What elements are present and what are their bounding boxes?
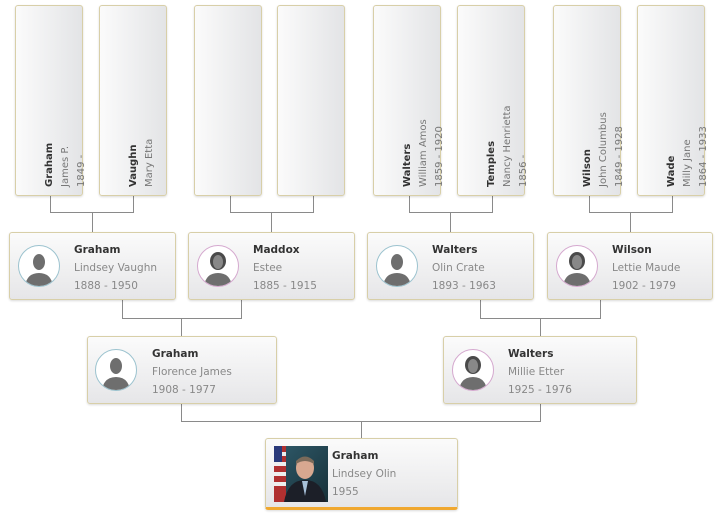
connector <box>271 212 272 232</box>
given-name: William Amos <box>418 119 429 187</box>
surname: Graham <box>44 142 55 187</box>
given-name: Estee <box>253 262 283 274</box>
dates: 1849 - <box>76 154 87 187</box>
given-name: Lindsey Olin <box>332 468 397 480</box>
dates: 1893 - 1963 <box>432 280 496 292</box>
person-card[interactable]: Vaughn Mary Etta <box>99 5 167 196</box>
connector <box>672 195 673 212</box>
dates: 1859 - 1920 <box>434 126 445 187</box>
given-name: James P. <box>60 145 71 187</box>
connector <box>92 212 93 232</box>
dates: 1955 <box>332 486 359 498</box>
surname: Vaughn <box>128 144 139 187</box>
dates: 1856 - <box>518 154 529 187</box>
person-card[interactable]: Temples Nancy Henrietta 1856 - <box>457 5 529 196</box>
surname: Graham <box>332 450 379 462</box>
surname: Wilson <box>582 149 593 187</box>
connector <box>122 299 123 318</box>
dates: 1849 - 1928 <box>614 126 625 187</box>
connector <box>313 195 314 212</box>
person-card[interactable]: Wade Milly Jane 1864 - 1933 <box>637 5 709 196</box>
connector <box>241 299 242 318</box>
surname: Walters <box>432 244 478 256</box>
connector <box>540 403 541 421</box>
connector <box>230 195 231 212</box>
given-name: Florence James <box>152 366 232 378</box>
male-avatar-icon <box>18 245 60 287</box>
dates: 1908 - 1977 <box>152 384 216 396</box>
given-name: Mary Etta <box>144 138 155 187</box>
dates: 1902 - 1979 <box>612 280 676 292</box>
connector <box>540 318 541 336</box>
surname: Walters <box>508 348 554 360</box>
person-photo <box>274 446 328 502</box>
connector <box>409 195 410 212</box>
given-name: Olin Crate <box>432 262 485 274</box>
empty-person-card[interactable] <box>194 5 262 196</box>
dates: 1925 - 1976 <box>508 384 572 396</box>
connector <box>589 195 590 212</box>
connector <box>600 299 601 318</box>
dates: 1888 - 1950 <box>74 280 138 292</box>
surname: Wade <box>666 155 677 187</box>
dates: 1885 - 1915 <box>253 280 317 292</box>
surname: Graham <box>74 244 121 256</box>
female-avatar-icon <box>556 245 598 287</box>
connector <box>492 195 493 212</box>
surname: Graham <box>152 348 199 360</box>
given-name: Lindsey Vaughn <box>74 262 158 274</box>
person-card[interactable]: Walters William Amos 1859 - 1920 <box>373 5 445 196</box>
person-card[interactable]: Graham James P. 1849 - <box>15 5 87 196</box>
surname: Walters <box>402 143 413 187</box>
connector <box>122 318 242 319</box>
connector <box>361 421 362 438</box>
surname: Wilson <box>612 244 652 256</box>
surname: Temples <box>486 140 497 187</box>
connector <box>630 212 631 232</box>
connector <box>230 212 314 213</box>
male-avatar-icon <box>376 245 418 287</box>
connector <box>133 195 134 212</box>
empty-person-card[interactable] <box>277 5 345 196</box>
connector <box>181 318 182 336</box>
connector <box>181 403 182 421</box>
surname: Maddox <box>253 244 300 256</box>
given-name: Milly Jane <box>682 139 693 187</box>
given-name: Lettie Maude <box>612 262 681 274</box>
connector <box>409 212 493 213</box>
female-avatar-icon <box>197 245 239 287</box>
female-avatar-icon <box>452 349 494 391</box>
connector <box>480 299 481 318</box>
given-name: Millie Etter <box>508 366 565 378</box>
connector <box>589 212 673 213</box>
given-name: John Columbus <box>598 112 609 187</box>
given-name: Nancy Henrietta <box>502 105 513 187</box>
person-card[interactable]: Wilson John Columbus 1849 - 1928 <box>553 5 625 196</box>
male-avatar-icon <box>95 349 137 391</box>
connector <box>450 212 451 232</box>
dates: 1864 - 1933 <box>698 126 709 187</box>
connector <box>50 195 51 212</box>
